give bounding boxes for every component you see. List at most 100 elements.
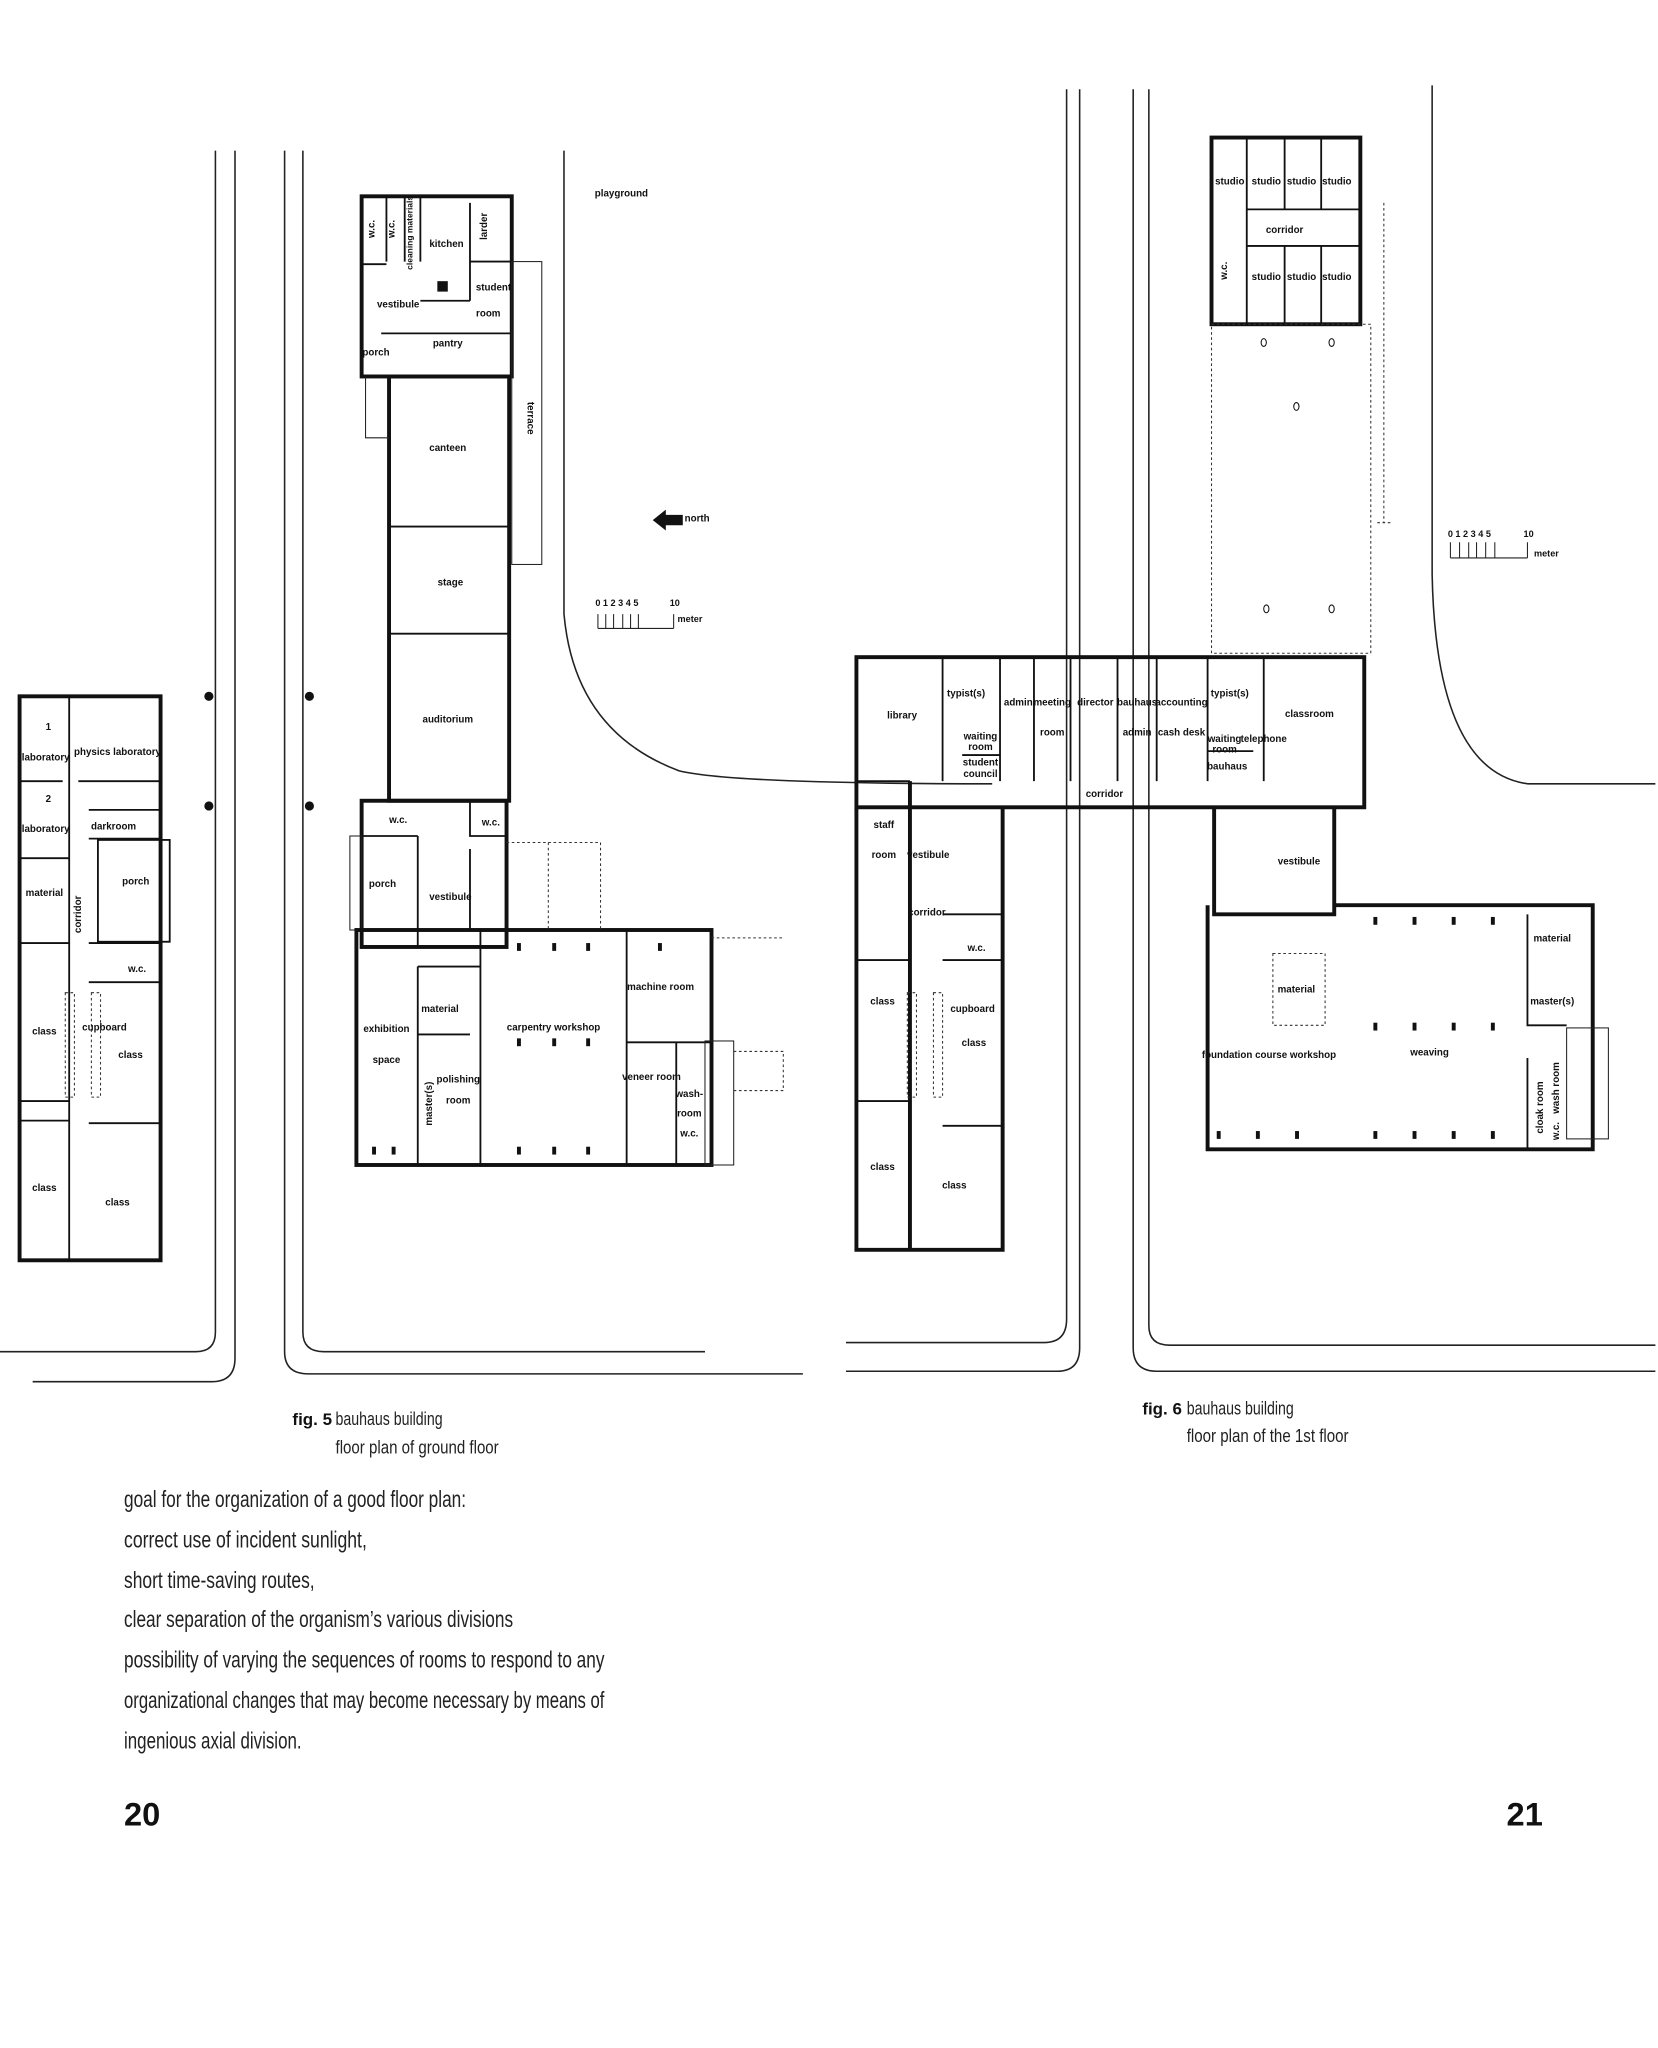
- room-label: cupboard: [82, 1023, 127, 1034]
- room-label: 2: [46, 794, 52, 805]
- room-label: waiting: [1207, 734, 1242, 745]
- room-label: w.c.: [966, 943, 985, 954]
- room-label: cash desk: [1158, 727, 1206, 738]
- room-label: auditorium: [423, 714, 474, 725]
- room-label: class: [32, 1183, 57, 1194]
- body-line: clear separation of the organism’s vario…: [124, 1606, 513, 1632]
- room-label: kitchen: [429, 239, 463, 250]
- room-label: studio: [1287, 177, 1316, 188]
- room-label: w.c.: [1551, 1122, 1562, 1141]
- room-label: room: [677, 1109, 702, 1120]
- room-label: w.c.: [481, 818, 500, 829]
- room-label: meeting: [1033, 697, 1071, 708]
- room-label: class: [870, 996, 895, 1007]
- room-label: cupboard: [950, 1004, 995, 1015]
- figure-number: fig. 5: [292, 1410, 332, 1429]
- room-label: material: [1278, 985, 1316, 996]
- room-label: typist(s): [1211, 688, 1249, 699]
- room-label: north: [685, 513, 710, 524]
- scale-ten: 10: [1524, 529, 1534, 539]
- room-label: studio: [1252, 177, 1281, 188]
- room-label: room: [1212, 744, 1237, 755]
- room-label: student: [963, 758, 999, 769]
- room-label: laboratory: [22, 752, 70, 763]
- room-label: studio: [1215, 177, 1244, 188]
- room-label: w.c.: [679, 1128, 698, 1139]
- page-number-right: 21: [1507, 1796, 1543, 1833]
- scale-ticks: 0 1 2 3 4 5: [595, 598, 638, 608]
- room-label: class: [105, 1197, 130, 1208]
- room-label: porch: [122, 876, 149, 887]
- room-label: vestibule: [1278, 857, 1321, 868]
- room-label: exhibition: [363, 1024, 409, 1035]
- room-label: veneer room: [622, 1072, 681, 1083]
- fig6-caption: fig. 6 bauhaus building floor plan of th…: [1142, 1397, 1348, 1445]
- room-label: class: [118, 1050, 143, 1061]
- room-label: 1: [46, 722, 52, 733]
- floor-plan-first-floor: [854, 135, 1609, 1252]
- body-line: correct use of incident sunlight,: [124, 1527, 367, 1553]
- room-label: w.c.: [386, 220, 397, 239]
- room-label: admin: [1004, 697, 1033, 708]
- room-label: darkroom: [91, 821, 136, 832]
- room-label: cleaning materials: [405, 196, 415, 270]
- room-label: terrace: [524, 402, 535, 435]
- fig5-room-labels: 1 laboratory physics laboratory 2 labora…: [22, 188, 710, 1208]
- room-label: master(s): [1530, 996, 1574, 1007]
- body-line: organizational changes that may become n…: [124, 1687, 605, 1713]
- room-label: w.c.: [1219, 261, 1230, 280]
- room-label: corridor: [73, 895, 84, 933]
- room-label: canteen: [429, 443, 466, 454]
- room-label: material: [1533, 934, 1571, 945]
- room-label: material: [26, 888, 64, 899]
- room-label: studio: [1322, 177, 1351, 188]
- scale-bar-left: 0 1 2 3 4 5 10 meter: [595, 598, 703, 629]
- room-label: wash-: [674, 1089, 703, 1100]
- figure-subtitle: floor plan of the 1st floor: [1187, 1425, 1349, 1446]
- room-label: admin: [1123, 727, 1152, 738]
- room-label: studio: [1287, 272, 1316, 283]
- room-label: student: [476, 282, 512, 293]
- fig5-caption: fig. 5 bauhaus building floor plan of gr…: [292, 1408, 498, 1458]
- room-label: space: [373, 1055, 401, 1066]
- room-label: playground: [595, 188, 648, 199]
- room-label: waiting: [963, 731, 998, 742]
- room-label: studio: [1322, 272, 1351, 283]
- figure-subtitle: floor plan of ground floor: [336, 1437, 499, 1458]
- figure-title: bauhaus building: [1187, 1397, 1294, 1418]
- room-label: stage: [438, 577, 464, 588]
- scale-ten: 10: [670, 598, 680, 608]
- floor-plan-left-wing: [17, 694, 171, 1263]
- page-number-left: 20: [124, 1796, 160, 1833]
- room-label: larder: [479, 213, 490, 240]
- room-label: foundation course workshop: [1202, 1050, 1336, 1061]
- scale-bar-right: 0 1 2 3 4 5 10 meter: [1448, 529, 1559, 559]
- fig6-room-labels: studio studio studio studio corridor w.c…: [870, 177, 1574, 1192]
- room-label: accounting: [1155, 697, 1207, 708]
- body-line: goal for the organization of a good floo…: [124, 1486, 466, 1512]
- room-label: council: [963, 769, 998, 780]
- room-label: typist(s): [947, 688, 985, 699]
- room-label: corridor: [1086, 789, 1124, 800]
- floor-plan-ground-floor: [349, 194, 784, 1167]
- room-label: bauhaus: [1117, 697, 1158, 708]
- scale-unit: meter: [678, 614, 703, 624]
- room-label: room: [476, 308, 501, 319]
- room-label: physics laboratory: [74, 747, 162, 758]
- room-label: wash room: [1551, 1062, 1562, 1115]
- room-label: telephone: [1241, 734, 1288, 745]
- room-label: class: [962, 1038, 987, 1049]
- room-label: corridor: [1266, 225, 1304, 236]
- figure-title: bauhaus building: [336, 1408, 443, 1429]
- figure-number: fig. 6: [1142, 1399, 1182, 1418]
- room-label: classroom: [1285, 709, 1334, 720]
- room-label: master(s): [424, 1082, 435, 1126]
- room-label: vestibule: [429, 892, 472, 903]
- roads-left: [0, 150, 993, 1383]
- room-label: director: [1077, 697, 1114, 708]
- room-label: porch: [362, 348, 389, 359]
- room-label: weaving: [1409, 1047, 1449, 1058]
- room-label: studio: [1252, 272, 1281, 283]
- room-label: w.c.: [388, 815, 407, 826]
